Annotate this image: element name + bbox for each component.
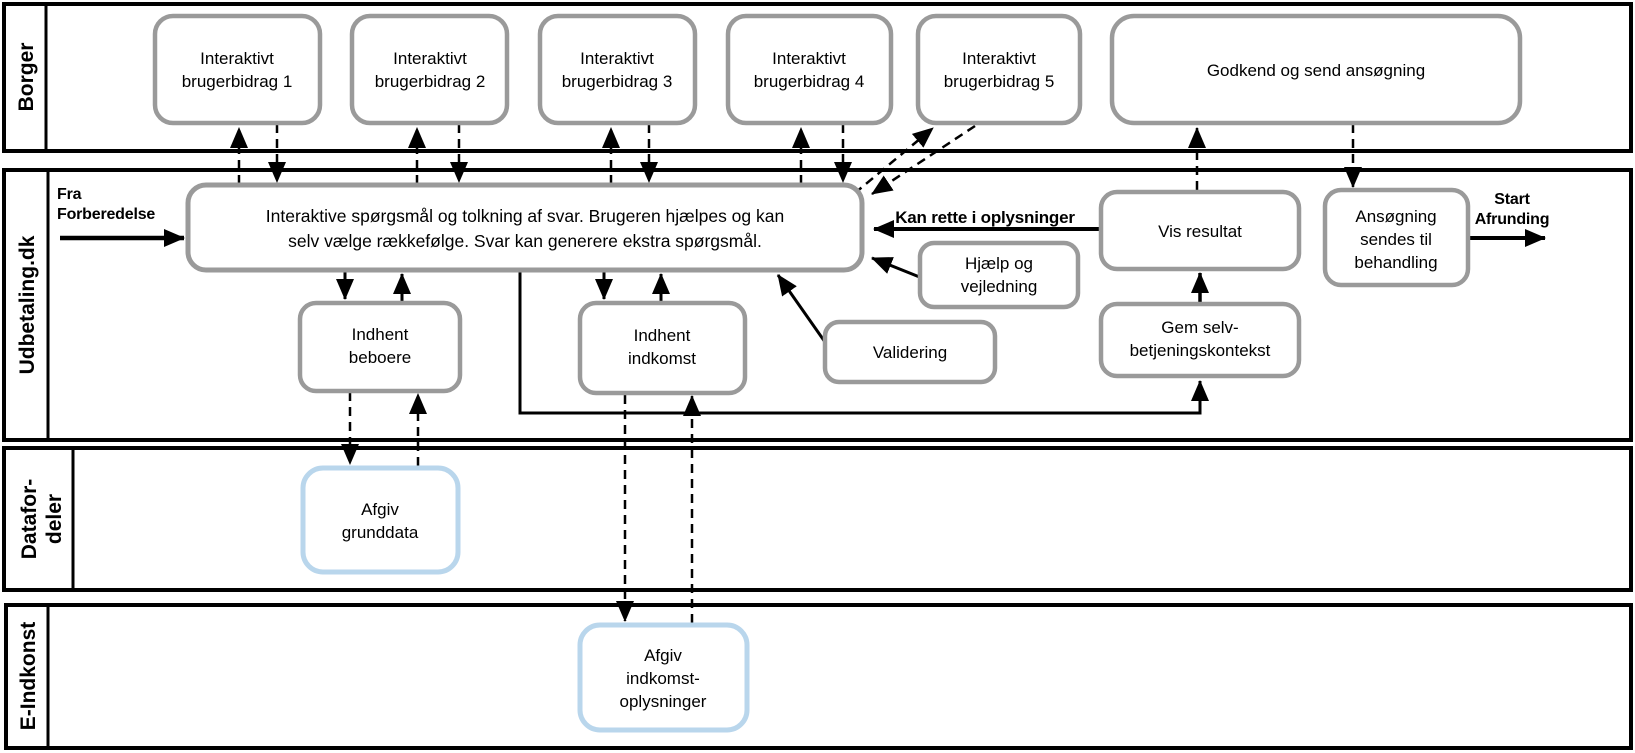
- node-indhent-beboere-line1: Indhent: [352, 325, 409, 344]
- node-godkend-label: Godkend og send ansøgning: [1207, 61, 1425, 80]
- node-afgivindkomst-line3: oplysninger: [620, 692, 707, 711]
- node-vis-resultat-box: [1098, 189, 1302, 272]
- node-indhent-beboere: Indhent beboere: [297, 300, 463, 394]
- node-bidrag4-box: [725, 13, 894, 126]
- node-validering: Validering: [822, 319, 998, 385]
- lane-borger-label: Borger: [15, 43, 38, 112]
- node-ansoegning-box: [1322, 187, 1471, 288]
- node-bidrag1-box: [152, 13, 323, 126]
- node-bidrag3-line2: brugerbidrag 3: [562, 72, 673, 91]
- node-bidrag4: Interaktivt brugerbidrag 4: [725, 13, 894, 126]
- lane-udbetaling-label: Udbetaling.dk: [16, 235, 39, 374]
- node-indhent-indkomst-line1: Indhent: [634, 326, 691, 345]
- node-grunddata-line2: grunddata: [342, 523, 419, 542]
- node-bidrag2-line2: brugerbidrag 2: [375, 72, 486, 91]
- node-vis-resultat: Vis resultat: [1098, 189, 1302, 272]
- node-bidrag5-line2: brugerbidrag 5: [944, 72, 1055, 91]
- lane-datafordeler: Datafor- deler: [2, 446, 1633, 592]
- node-ansoegning-line2: sendes til: [1360, 230, 1432, 249]
- node-indhent-beboere-line2: beboere: [349, 348, 411, 367]
- node-interaktive-line1: Interaktive spørgsmål og tolkning af sva…: [266, 206, 784, 226]
- annotation-start-line2: Afrunding: [1475, 211, 1550, 228]
- annotation-fra-line1: Fra: [57, 186, 82, 203]
- node-godkend: Godkend og send ansøgning: [1109, 13, 1523, 126]
- node-gem-line1: Gem selv-: [1161, 318, 1238, 337]
- arrow-hjaelp-to-main: [871, 256, 923, 280]
- node-ansoegning-line1: Ansøgning: [1355, 207, 1436, 226]
- lane-eindkomst-frame: [4, 603, 1633, 750]
- node-afgivindkomst-line1: Afgiv: [644, 646, 682, 665]
- lane-datafordeler-label-line2: deler: [43, 494, 66, 544]
- annotation-kan-rette: Kan rette i oplysninger: [895, 208, 1075, 227]
- arrow-bidrag5-to-main: [871, 124, 976, 196]
- node-bidrag1-line1: Interaktivt: [200, 49, 274, 68]
- node-bidrag5: Interaktivt brugerbidrag 5: [915, 13, 1083, 126]
- node-bidrag2-line1: Interaktivt: [393, 49, 467, 68]
- annotation-fra-forberedelse: Fra Forberedelse: [57, 186, 156, 223]
- node-interaktive: Interaktive spørgsmål og tolkning af sva…: [185, 182, 865, 273]
- node-bidrag1: Interaktivt brugerbidrag 1: [152, 13, 323, 126]
- annotation-kan-rette-label: Kan rette i oplysninger: [895, 208, 1075, 227]
- node-indhent-indkomst: Indhent indkomst: [577, 300, 748, 396]
- node-vis-resultat-label: Vis resultat: [1158, 222, 1242, 241]
- node-afgiv-indkomst: Afgiv indkomst- oplysninger: [577, 622, 750, 733]
- node-ansoegning-line3: behandling: [1354, 253, 1437, 272]
- lane-datafordeler-frame: [2, 446, 1633, 592]
- annotation-start-afrunding: Start Afrunding: [1475, 191, 1550, 228]
- node-validering-box: [822, 319, 998, 385]
- node-bidrag5-line1: Interaktivt: [962, 49, 1036, 68]
- annotation-fra-line2: Forberedelse: [57, 206, 155, 223]
- node-bidrag3-line1: Interaktivt: [580, 49, 654, 68]
- node-hjaelp-vejledning-box: [917, 240, 1081, 310]
- node-bidrag5-box: [915, 13, 1083, 126]
- node-godkend-box: [1109, 13, 1523, 126]
- node-hjaelp-line1: Hjælp og: [965, 254, 1033, 273]
- node-hjaelp-vejledning: Hjælp og vejledning: [917, 240, 1081, 310]
- node-afgiv-grunddata: Afgiv grunddata: [300, 465, 461, 575]
- node-bidrag1-line2: brugerbidrag 1: [182, 72, 293, 91]
- node-afgiv-grunddata-box: [300, 465, 461, 575]
- node-grunddata-line1: Afgiv: [361, 500, 399, 519]
- node-indhent-indkomst-line2: indkomst: [628, 349, 696, 368]
- node-gem-line2: betjeningskontekst: [1130, 341, 1271, 360]
- node-bidrag2-box: [349, 13, 510, 126]
- node-gem-kontekst-box: [1098, 301, 1302, 379]
- node-bidrag3: Interaktivt brugerbidrag 3: [537, 13, 698, 126]
- node-validering-label: Validering: [873, 343, 947, 362]
- node-indhent-indkomst-box: [577, 300, 748, 396]
- node-bidrag4-line2: brugerbidrag 4: [754, 72, 865, 91]
- node-ansoegning-behandling: Ansøgning sendes til behandling: [1322, 187, 1471, 288]
- node-interaktive-box: [185, 182, 865, 273]
- node-bidrag3-box: [537, 13, 698, 126]
- annotation-start-line1: Start: [1494, 191, 1530, 208]
- node-afgivindkomst-line2: indkomst-: [626, 669, 700, 688]
- node-indhent-beboere-box: [297, 300, 463, 394]
- node-gem-kontekst: Gem selv- betjeningskontekst: [1098, 301, 1302, 379]
- node-interaktive-line2: selv vælge rækkefølge. Svar kan generere…: [288, 231, 762, 251]
- lane-datafordeler-label-line1: Datafor-: [18, 479, 41, 560]
- lane-eindkomst: E-Indkonst: [4, 603, 1633, 750]
- node-bidrag2: Interaktivt brugerbidrag 2: [349, 13, 510, 126]
- node-afgiv-indkomst-box: [577, 622, 750, 733]
- node-hjaelp-line2: vejledning: [961, 277, 1038, 296]
- node-bidrag4-line1: Interaktivt: [772, 49, 846, 68]
- lane-eindkomst-label: E-Indkonst: [17, 622, 40, 731]
- arrow-main-to-gem: [518, 270, 1209, 415]
